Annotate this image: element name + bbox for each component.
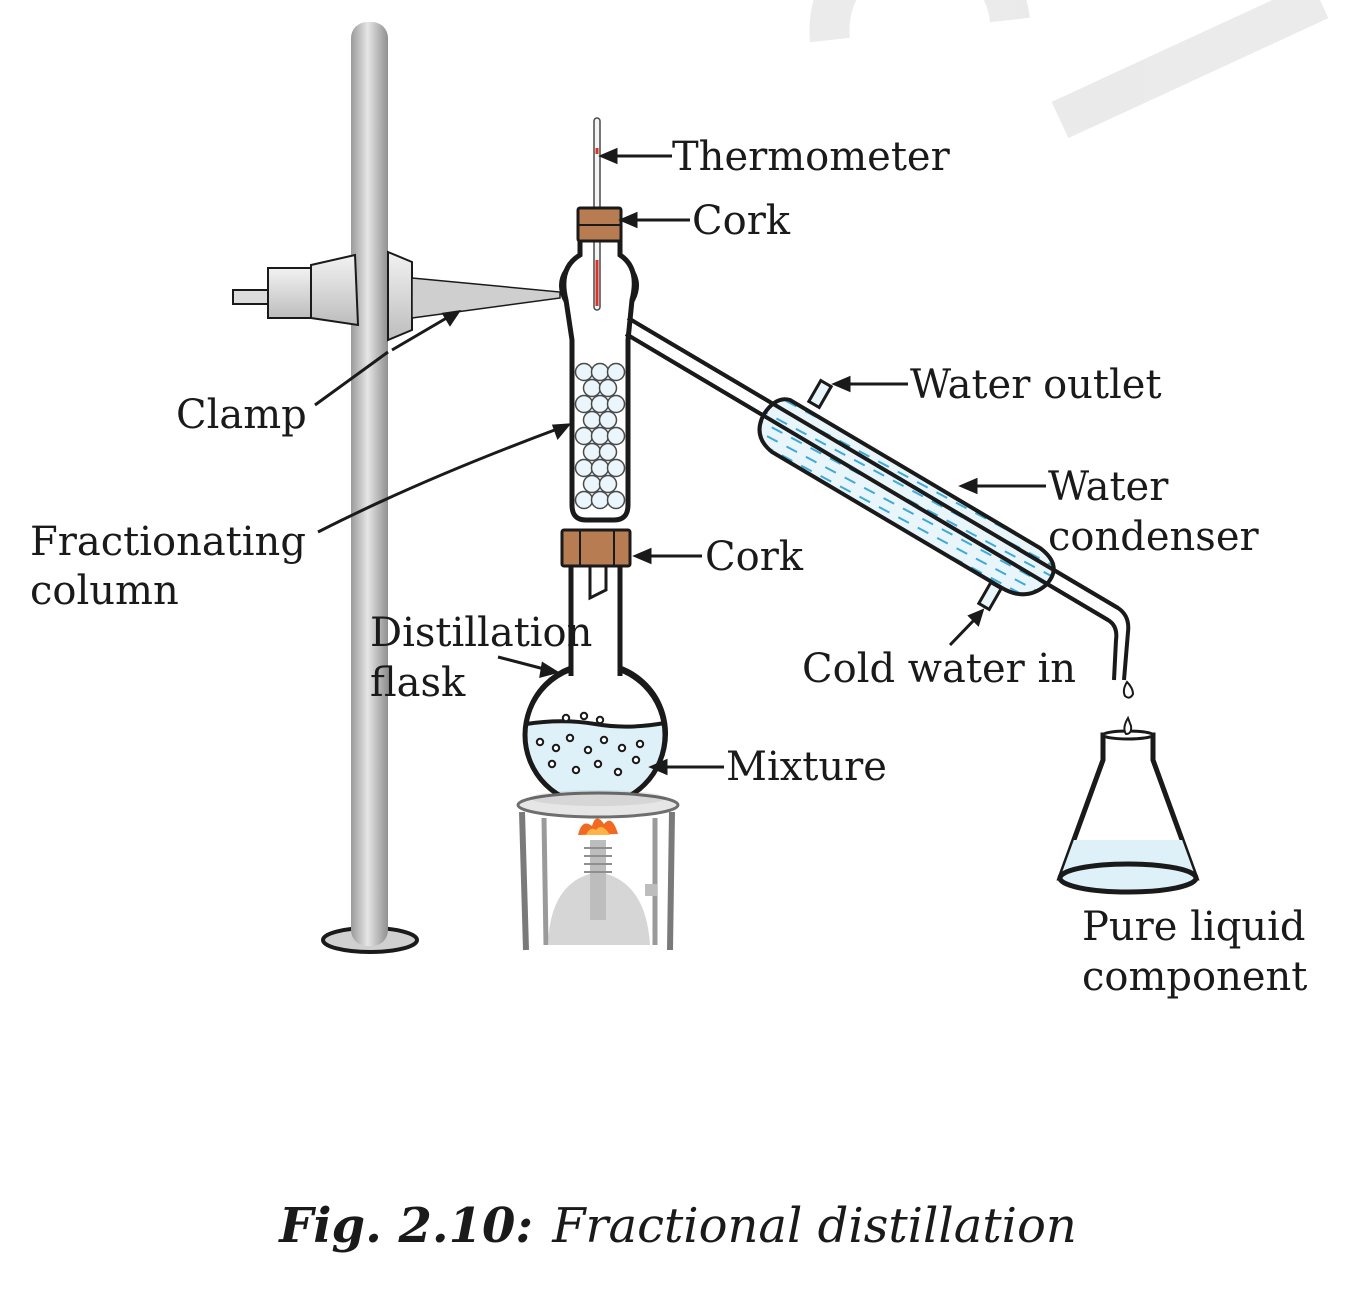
water-condenser (624, 316, 1120, 622)
glass-bead (590, 394, 610, 414)
glass-bead (590, 458, 610, 478)
bubble (579, 711, 589, 721)
glass-bead (574, 490, 594, 510)
glass-bead (598, 442, 618, 462)
glass-bead (574, 426, 594, 446)
bubble (613, 767, 623, 777)
fractionating-column-label-line1: Fractionating (30, 519, 306, 565)
bottom-cork-label: Cork (705, 534, 804, 580)
water-condenser-label-line2: condenser (1048, 514, 1259, 560)
bubble (593, 759, 603, 769)
bubble (561, 713, 571, 723)
glass-bead (582, 474, 602, 494)
tripod-stand (516, 790, 680, 951)
glass-bead (574, 394, 594, 414)
glass-bead (582, 410, 602, 430)
leader-lines (314, 147, 1046, 776)
figure-number: Fig. 2.10: (277, 1198, 533, 1254)
side-arm-tube (624, 316, 1131, 681)
glass-bead (582, 442, 602, 462)
fractionating-column-label-line2: column (30, 568, 179, 614)
clamp (232, 250, 561, 342)
glass-bead (582, 378, 602, 398)
glass-bead (606, 490, 626, 510)
figure-title: Fractional distillation (551, 1198, 1077, 1254)
glass-bead (590, 490, 610, 510)
bubble (571, 765, 581, 775)
water-inlet-nozzle (976, 580, 1004, 612)
bubble (535, 737, 545, 747)
bubble (547, 759, 557, 769)
bottom-cork (560, 528, 632, 568)
pure-liquid-label-line2: component (1082, 954, 1307, 1000)
distillation-flask-label-line2: flask (370, 660, 466, 706)
glass-bead (590, 362, 610, 382)
bubble (631, 755, 641, 765)
mixture-bubbles (535, 711, 645, 777)
glass-bead (598, 474, 618, 494)
glass-bead (606, 362, 626, 382)
distillation-flask (522, 552, 668, 808)
distillation-flask-label-line1: Distillation (370, 610, 592, 656)
water-outlet-label: Water outlet (910, 362, 1162, 408)
distillate-drop (1122, 680, 1135, 699)
bunsen-burner (548, 840, 657, 945)
clamp-label: Clamp (176, 392, 307, 438)
bubble (595, 715, 605, 725)
bubble (551, 743, 561, 753)
bubble (599, 735, 609, 745)
bubble (565, 733, 575, 743)
retort-stand (321, 22, 419, 954)
glass-bead (606, 426, 626, 446)
top-cork-label: Cork (692, 198, 791, 244)
glass-bead (598, 410, 618, 430)
falling-drop (1123, 715, 1133, 736)
bubble (617, 743, 627, 753)
watermark (809, 0, 1329, 139)
bubble (635, 739, 645, 749)
water-condenser-label-line1: Water (1048, 464, 1169, 510)
glass-bead (590, 426, 610, 446)
water-outlet-nozzle (806, 378, 834, 410)
thermometer-label: Thermometer (672, 134, 951, 180)
bubble (583, 745, 593, 755)
glass-bead (574, 458, 594, 478)
glass-bead (606, 394, 626, 414)
top-cork (576, 206, 623, 243)
glass-bead (574, 362, 594, 382)
glass-bead (598, 378, 618, 398)
figure-caption: Fig. 2.10: Fractional distillation (277, 1198, 1077, 1254)
glass-bead (606, 458, 626, 478)
pure-liquid-label-line1: Pure liquid (1082, 904, 1306, 950)
conical-flask (1056, 715, 1200, 895)
mixture-label: Mixture (726, 744, 887, 790)
glass-beads (574, 362, 626, 510)
flame-icon (578, 818, 618, 835)
cold-water-in-label: Cold water in (802, 646, 1076, 692)
